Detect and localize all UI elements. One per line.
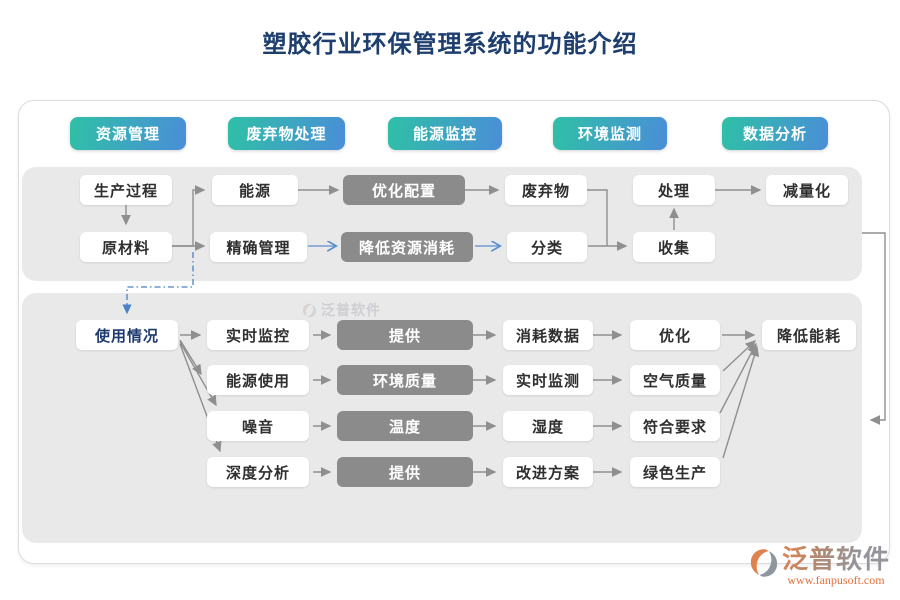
node-classify: 分类 [507, 232, 587, 262]
tab-waste-processing[interactable]: 废弃物处理 [228, 117, 345, 150]
fanpu-logo-icon [750, 549, 778, 577]
node-noise: 噪音 [207, 411, 309, 441]
node-realtime-detect: 实时监测 [503, 365, 593, 395]
node-collect: 收集 [633, 232, 715, 262]
node-provide-1: 提供 [337, 320, 473, 350]
brand-watermark: 泛普软件 www.fanpusoft.com [749, 546, 890, 588]
tab-energy-monitoring[interactable]: 能源监控 [388, 117, 502, 150]
tab-resource-management[interactable]: 资源管理 [70, 117, 186, 150]
node-realtime-monitor: 实时监控 [207, 320, 309, 350]
node-usage: 使用情况 [76, 320, 178, 350]
center-watermark: 泛普软件 [302, 300, 381, 320]
node-green-production: 绿色生产 [630, 457, 720, 487]
node-energy-use: 能源使用 [207, 365, 309, 395]
node-treat: 处理 [633, 175, 715, 205]
node-reduction: 减量化 [766, 175, 848, 205]
node-energy: 能源 [212, 175, 298, 205]
node-production-process: 生产过程 [80, 175, 172, 205]
node-waste: 废弃物 [505, 175, 587, 205]
node-humidity: 湿度 [503, 411, 593, 441]
node-temperature: 温度 [337, 411, 473, 441]
center-watermark-text: 泛普软件 [321, 302, 381, 318]
node-env-quality: 环境质量 [337, 365, 473, 395]
node-raw-material: 原材料 [80, 232, 172, 262]
node-precise-mgmt: 精确管理 [210, 232, 307, 262]
node-deep-analysis: 深度分析 [207, 457, 309, 487]
node-improve-plan: 改进方案 [503, 457, 593, 487]
tab-env-monitoring[interactable]: 环境监测 [553, 117, 667, 150]
node-lower-energy: 降低能耗 [762, 320, 856, 350]
page-title: 塑胶行业环保管理系统的功能介绍 [262, 29, 638, 58]
node-lower-resource: 降低资源消耗 [341, 232, 473, 262]
node-meet-req: 符合要求 [630, 411, 720, 441]
node-optimize-config: 优化配置 [343, 175, 465, 205]
node-provide-2: 提供 [337, 457, 473, 487]
node-consumption-data: 消耗数据 [503, 320, 593, 350]
fanpu-logo-icon [302, 303, 317, 317]
brand-name: 泛普软件 [781, 544, 890, 574]
brand-url: www.fanpusoft.com [787, 573, 885, 587]
tab-data-analysis[interactable]: 数据分析 [722, 117, 828, 150]
node-optimize: 优化 [630, 320, 720, 350]
node-air-quality: 空气质量 [630, 365, 720, 395]
